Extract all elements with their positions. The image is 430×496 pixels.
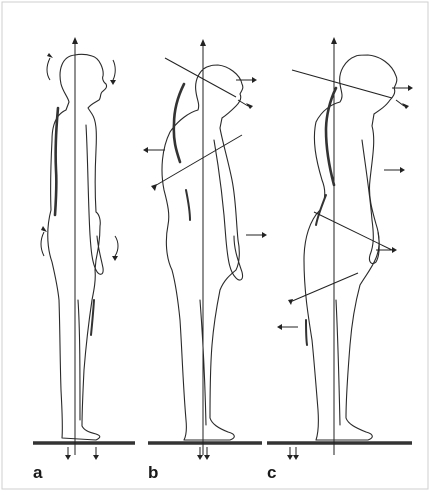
panel-c-thigh-mark: [306, 320, 307, 345]
panel-b-label: b: [148, 463, 158, 483]
panel-a-label: a: [33, 463, 42, 483]
panel-c-label: c: [267, 463, 276, 483]
